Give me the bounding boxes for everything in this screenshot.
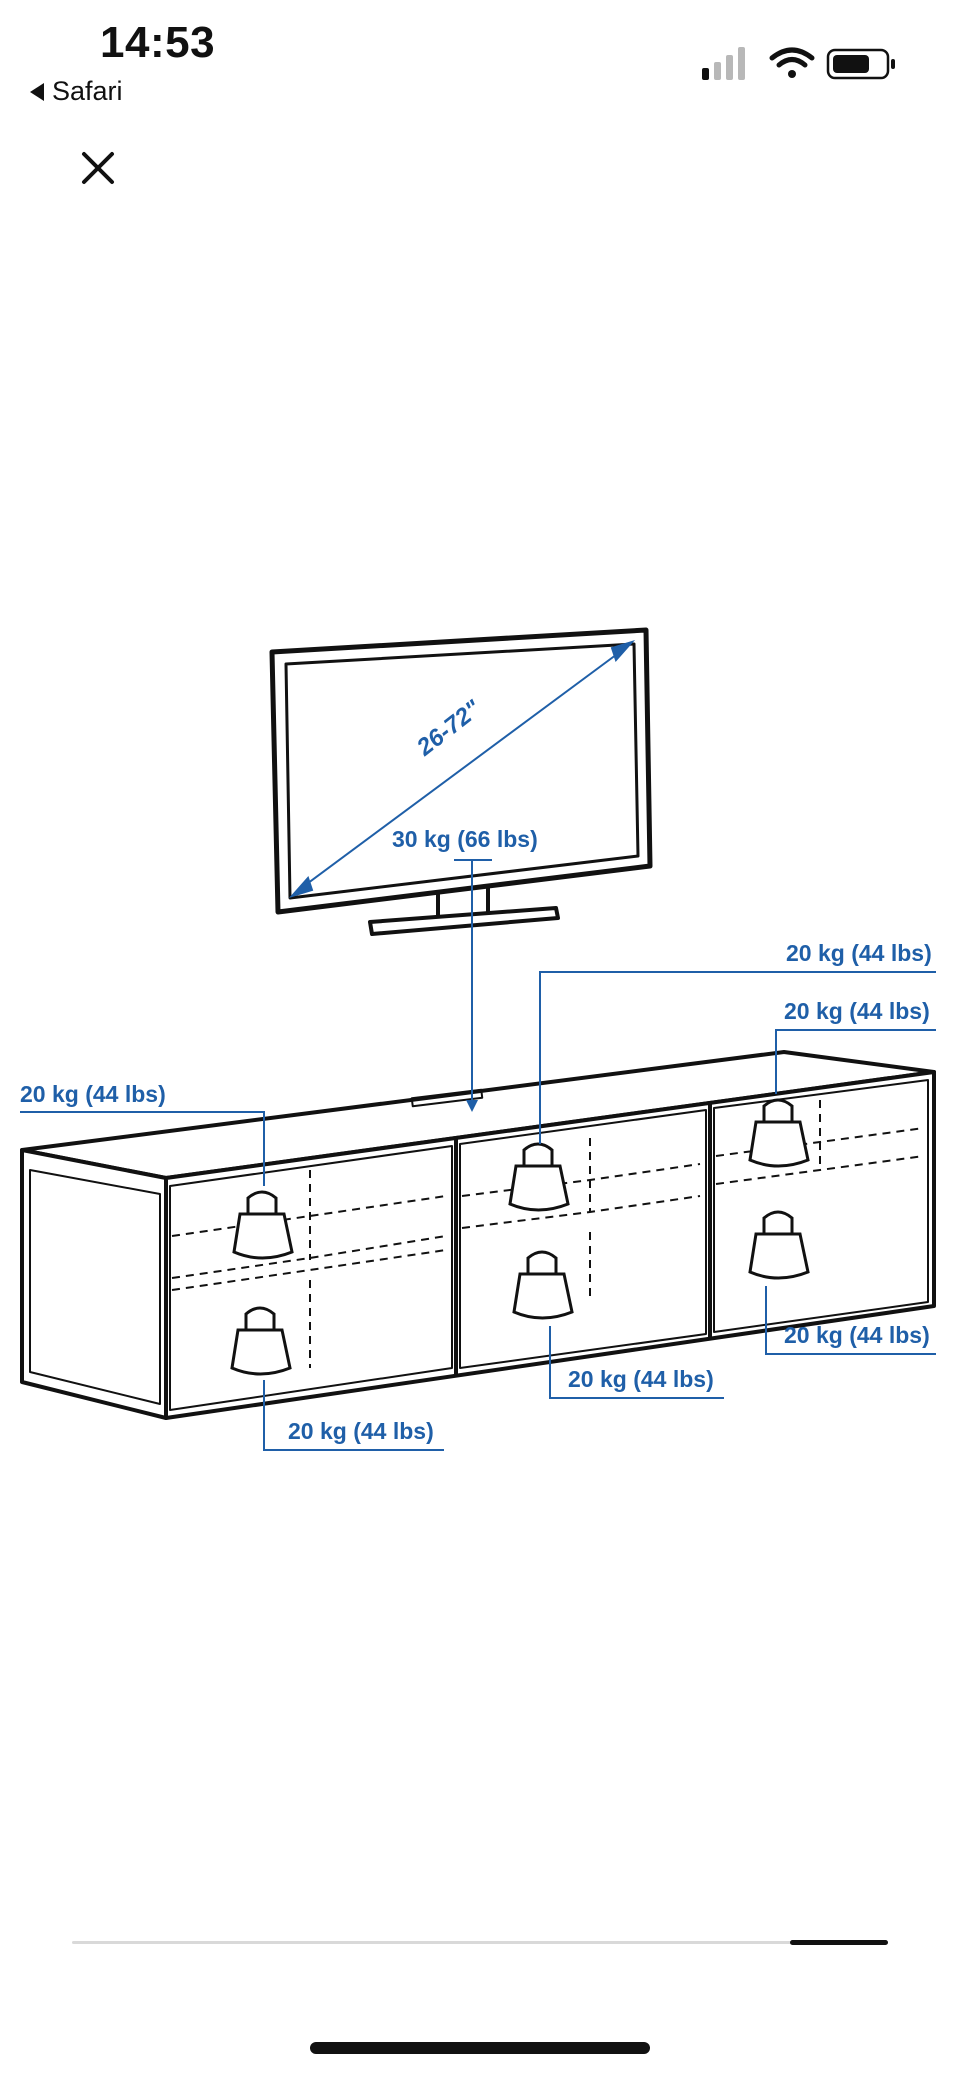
weight-left-bottom-icon	[230, 1306, 292, 1376]
battery-icon	[826, 48, 895, 80]
weight-middle-bottom-icon	[512, 1250, 574, 1320]
weight-label-middle-top: 20 kg (44 lbs)	[786, 940, 932, 966]
tv-bench-illustration	[20, 1050, 936, 1420]
weight-label-left-bottom: 20 kg (44 lbs)	[288, 1418, 434, 1444]
weight-label-right-bottom: 20 kg (44 lbs)	[784, 1322, 930, 1348]
back-app-label: Safari	[52, 76, 123, 106]
weight-label-left-top: 20 kg (44 lbs)	[20, 1081, 166, 1107]
tv-load-label: 30 kg (66 lbs)	[392, 826, 538, 852]
tv-illustration	[269, 627, 653, 936]
weight-right-bottom-icon	[748, 1210, 810, 1280]
status-bar: 14:53 Safari	[0, 0, 960, 110]
weight-label-right-top: 20 kg (44 lbs)	[784, 998, 930, 1024]
gallery-scroll-thumb[interactable]	[790, 1940, 888, 1945]
back-triangle-icon	[30, 82, 44, 101]
tv-diagonal-arrow	[288, 640, 636, 898]
label-leader-lines	[20, 859, 936, 1451]
weight-right-top-icon	[748, 1098, 810, 1168]
weight-middle-top-icon	[508, 1142, 570, 1212]
gallery-scroll-indicator[interactable]	[72, 1940, 888, 1945]
status-icons	[702, 47, 895, 80]
inner-shelves	[171, 1100, 925, 1368]
status-time: 14:53	[100, 18, 216, 67]
home-indicator[interactable]	[310, 2042, 650, 2054]
weight-left-top-icon	[232, 1190, 294, 1260]
weight-icons	[230, 1098, 810, 1376]
weight-label-middle-bottom: 20 kg (44 lbs)	[568, 1366, 714, 1392]
close-icon[interactable]	[70, 140, 126, 196]
wifi-icon	[769, 47, 815, 78]
back-to-app-link[interactable]: Safari	[30, 76, 123, 107]
cellular-signal-icon	[702, 47, 745, 80]
